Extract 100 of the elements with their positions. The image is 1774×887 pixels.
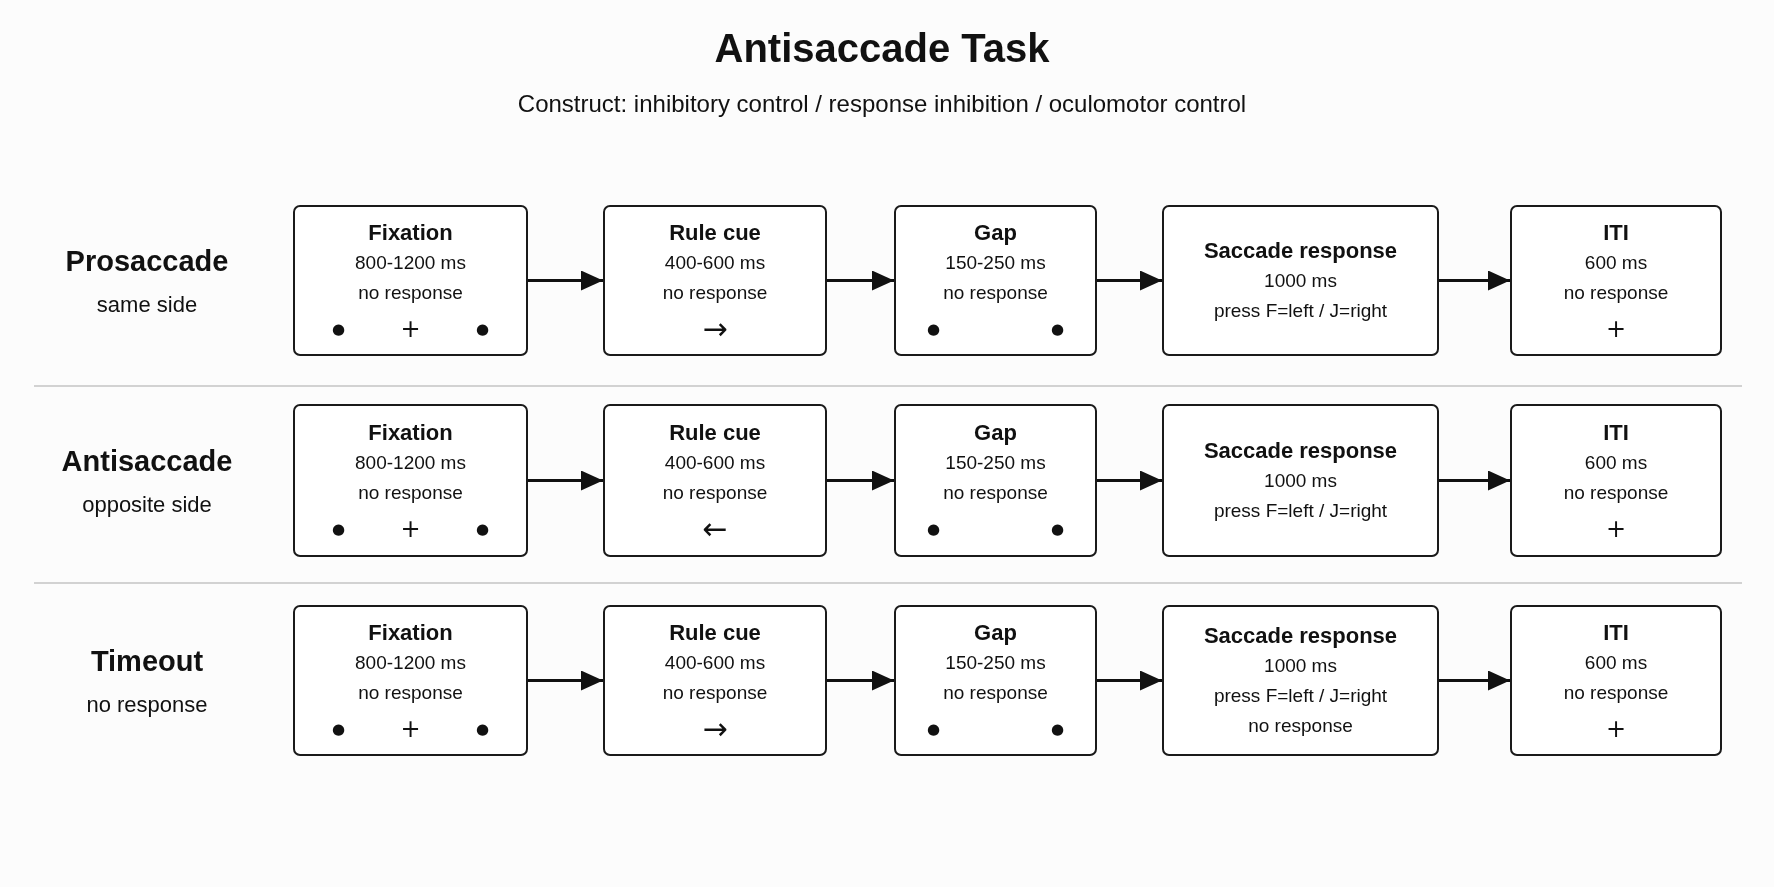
arrow [1097,670,1162,691]
stage-detail: no response [662,480,768,505]
arrow [1439,270,1510,291]
stimulus-symbol: ● [927,518,941,540]
stimulus-symbol: ● [1050,718,1064,740]
stimulus-symbol: ● [475,718,489,740]
stage-detail: 150-250 ms [945,250,1046,275]
row-title: Antisaccade [61,443,233,479]
stage-title: Gap [974,618,1017,647]
stage-detail: 400-600 ms [664,650,766,675]
stage-box [894,605,1097,756]
stage-detail: 1000 ms [1264,468,1337,493]
stage-title: Gap [974,418,1017,447]
stage-detail: 600 ms [1584,250,1648,275]
stimulus-symbol: + [1605,513,1627,544]
stage-title: Rule cue [669,618,761,647]
subtitle: Construct: inhibitory control / response inhibition / oculomotor control [517,89,1247,119]
stage-box [293,205,528,356]
stage-detail: 150-250 ms [945,450,1046,475]
stage-detail: 800-1200 ms [355,250,466,275]
stimulus-symbol: ● [475,518,489,540]
stage-detail: no response [358,680,463,705]
stage-box [293,605,528,756]
stimulus-symbol: → [702,713,728,744]
stage-detail: 150-250 ms [945,650,1046,675]
stage-title: ITI [1603,418,1629,447]
arrow [1097,270,1162,291]
stage-box [1162,605,1439,756]
stimulus-symbol: ← [702,513,728,544]
stage-box [603,605,827,756]
stage-detail: no response [943,280,1048,305]
stimulus-symbol: → [702,313,728,344]
stage-title: Fixation [368,418,453,447]
stage-detail: press F=left / J=right [1213,298,1388,323]
stimulus-symbol: + [400,713,421,744]
stage-detail: 800-1200 ms [355,450,466,475]
row-subtitle: no response [86,690,208,719]
stage-detail: no response [662,680,768,705]
arrow [1439,670,1510,691]
stimulus-symbol: ● [927,718,941,740]
stage-detail: 1000 ms [1264,653,1337,678]
arrow [827,470,894,491]
stage-box [1510,605,1722,756]
stage-detail: press F=left / J=right [1213,498,1388,523]
arrow [528,470,603,491]
stimulus-symbol: ● [927,318,941,340]
stage-detail: no response [358,280,463,305]
stage-title: Fixation [368,618,453,647]
stage-detail: 800-1200 ms [355,650,466,675]
stage-box [894,205,1097,356]
stimulus-symbol: + [400,513,421,544]
stage-detail: no response [358,480,463,505]
arrow [1439,470,1510,491]
stimulus-symbol: ● [332,518,346,540]
stage-detail: no response [1563,680,1669,705]
stage-box [603,205,827,356]
stage-detail: 600 ms [1584,450,1648,475]
stage-title: Rule cue [669,218,761,247]
stimulus-symbol: ● [1050,518,1064,540]
row-title: Timeout [90,643,204,679]
stage-title: Saccade response [1203,621,1398,650]
stimulus-symbol: ● [1050,318,1064,340]
stimulus-symbol: ● [475,318,489,340]
stage-title: Saccade response [1203,436,1398,465]
stage-title: ITI [1603,218,1629,247]
stage-box [1162,205,1439,356]
stage-detail: no response [1563,480,1669,505]
stage-detail: no response [943,680,1048,705]
stage-box [1162,404,1439,557]
stage-detail: no response [1563,280,1669,305]
arrow [827,670,894,691]
stage-detail: 400-600 ms [664,450,766,475]
stage-title: ITI [1603,618,1629,647]
row-title: Prosaccade [65,243,229,279]
stage-detail: press F=left / J=right [1213,683,1388,708]
stimulus-symbol: + [1605,713,1627,744]
stage-box [603,404,827,557]
row-subtitle: opposite side [82,490,212,519]
stage-title: Fixation [368,218,453,247]
arrow [1097,470,1162,491]
stage-detail: 400-600 ms [664,250,766,275]
row-subtitle: same side [96,290,198,319]
stage-detail: 1000 ms [1264,268,1337,293]
stage-box [293,404,528,557]
stimulus-symbol: + [400,313,421,344]
stage-detail: no response [662,280,768,305]
stage-title: Rule cue [669,418,761,447]
arrow [528,270,603,291]
stage-box [894,404,1097,557]
stage-title: Gap [974,218,1017,247]
stage-detail: 600 ms [1584,650,1648,675]
stimulus-symbol: + [1605,313,1627,344]
stimulus-symbol: ● [332,318,346,340]
stage-box [1510,205,1722,356]
stage-detail: no response [943,480,1048,505]
title: Antisaccade Task [714,25,1050,72]
stage-detail: no response [1248,713,1353,738]
arrow [827,270,894,291]
arrow [528,670,603,691]
stage-title: Saccade response [1203,236,1398,265]
